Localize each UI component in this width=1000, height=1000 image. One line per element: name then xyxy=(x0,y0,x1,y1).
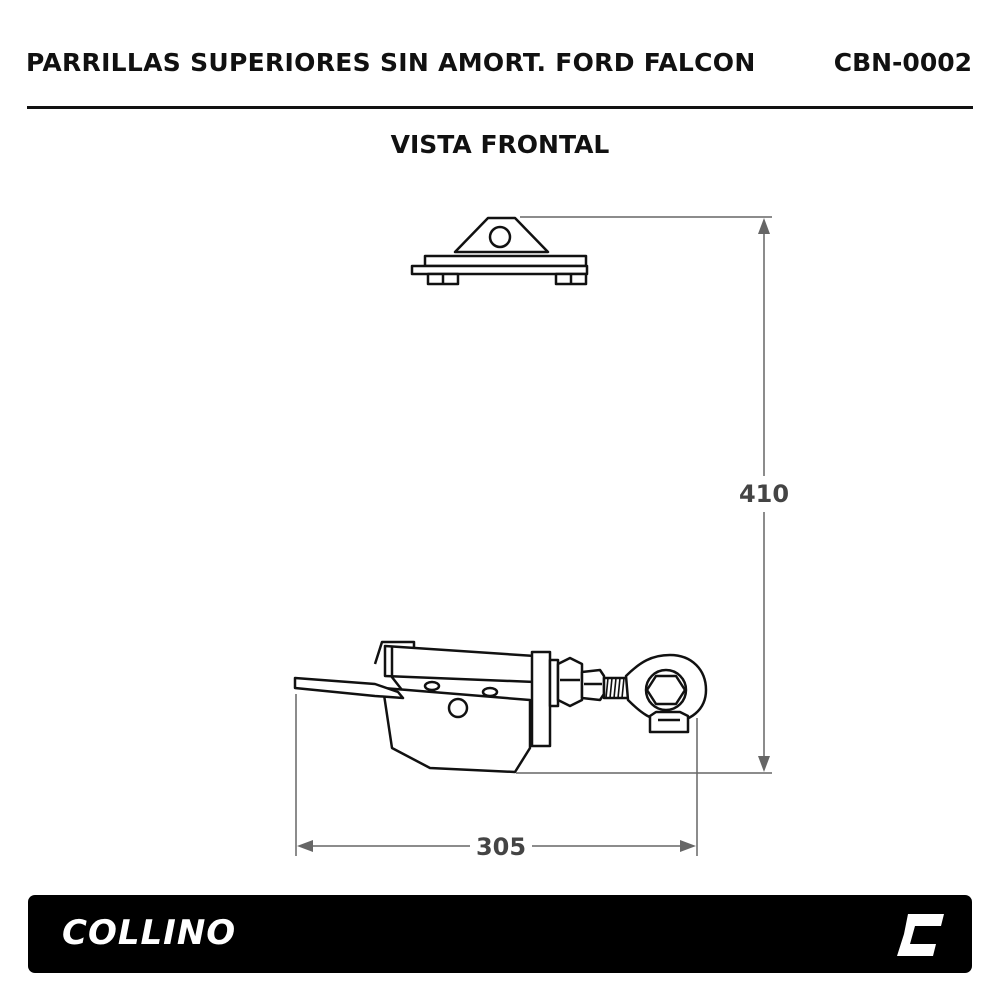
width-dimension-label: 305 xyxy=(476,833,526,861)
header-divider xyxy=(27,106,973,109)
footer-bar xyxy=(28,895,972,973)
collino-c-logo-icon xyxy=(897,914,944,956)
view-title: VISTA FRONTAL xyxy=(390,130,610,159)
width-dimension xyxy=(295,694,698,856)
height-dimension-label: 410 xyxy=(739,480,789,508)
height-dimension xyxy=(516,216,772,774)
document-title: PARRILLAS SUPERIORES SIN AMORT. FORD FAL… xyxy=(26,48,756,77)
part-code: CBN-0002 xyxy=(833,48,972,77)
lower-arm-assembly xyxy=(293,640,708,774)
top-mount-bracket xyxy=(410,216,589,286)
brand-logo-text: COLLINO xyxy=(62,913,237,953)
